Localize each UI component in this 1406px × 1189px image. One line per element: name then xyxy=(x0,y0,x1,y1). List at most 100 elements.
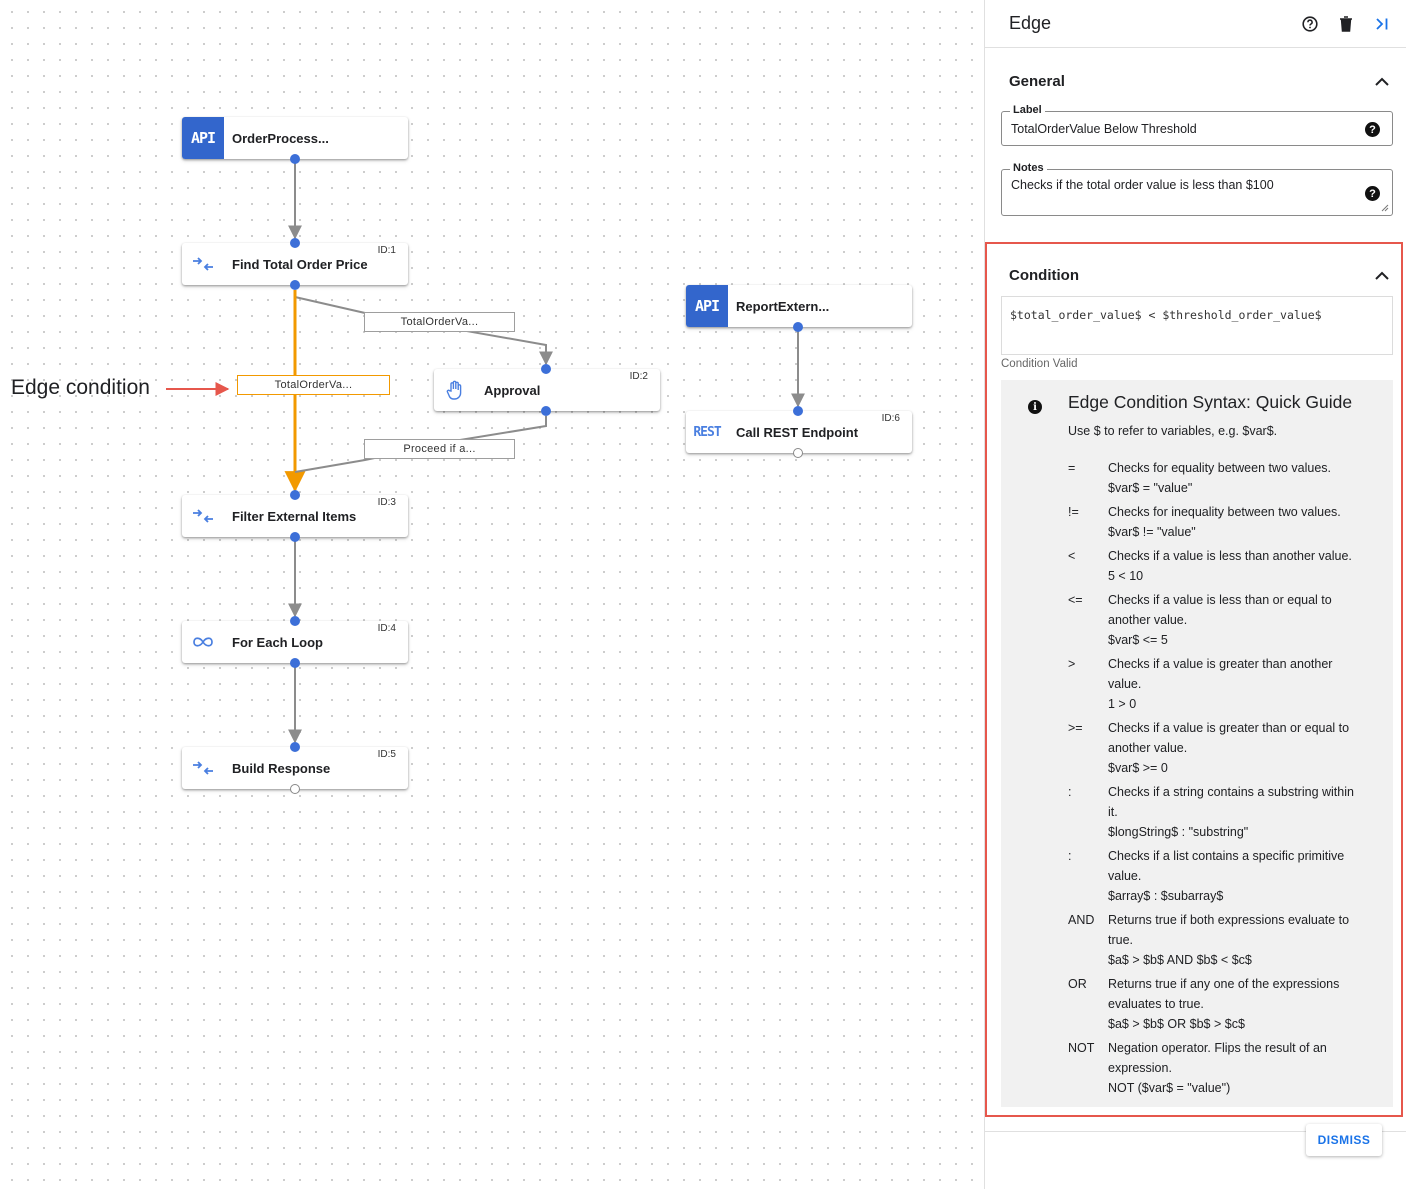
loop-icon xyxy=(182,621,224,663)
output-port[interactable] xyxy=(290,154,300,164)
operator-description-line: Checks if a value is greater than anothe… xyxy=(1108,657,1333,671)
operator-description-line: Checks for equality between two values. xyxy=(1108,461,1332,475)
node-label: Approval xyxy=(484,382,541,398)
integration-canvas[interactable]: API OrderProcess... Find Total Order Pri… xyxy=(0,0,984,1189)
output-port[interactable] xyxy=(290,658,300,668)
general-section-header[interactable]: General xyxy=(985,65,1405,97)
edge-layer xyxy=(166,159,805,744)
data-mapping-icon xyxy=(182,495,224,537)
operator-description: Checks if a value is greater than anothe… xyxy=(1108,654,1378,714)
chevron-up-icon[interactable] xyxy=(1375,77,1389,86)
help-icon[interactable] xyxy=(1292,6,1328,42)
operator-description-line: it. xyxy=(1108,805,1118,819)
delete-icon[interactable] xyxy=(1328,6,1364,42)
operator-row: >=Checks if a value is greater than or e… xyxy=(1068,718,1378,778)
operator-row: < Checks if a value is less than another … xyxy=(1068,546,1378,586)
input-port[interactable] xyxy=(290,238,300,248)
condition-section: Condition $total_order_value$ < $thresho… xyxy=(985,242,1403,1117)
operator-description-line: $var$ != "value" xyxy=(1108,525,1196,539)
resize-handle-icon[interactable] xyxy=(1381,204,1389,212)
node-label: ReportExtern... xyxy=(736,298,830,314)
operator-description-line: expression. xyxy=(1108,1061,1172,1075)
input-port[interactable] xyxy=(290,742,300,752)
operator-description-line: $a$ > $b$ AND $b$ < $c$ xyxy=(1108,953,1252,967)
output-port[interactable] xyxy=(290,532,300,542)
node-find-total-order-price[interactable]: Find Total Order Price ID:1 xyxy=(182,243,408,285)
dismiss-button[interactable]: DISMISS xyxy=(1306,1124,1382,1156)
input-port[interactable] xyxy=(793,406,803,416)
operator-description-line: Checks if a list contains a specific pri… xyxy=(1108,849,1345,863)
edge-label-selected[interactable]: TotalOrderVa... xyxy=(237,375,390,395)
operator-description-line: Checks if a value is less than another v… xyxy=(1108,549,1352,563)
notes-field[interactable]: Notes Checks if the total order value is… xyxy=(1001,162,1393,216)
output-port-empty[interactable] xyxy=(793,448,803,458)
operator-description-line: NOT ($var$ = "value") xyxy=(1108,1081,1231,1095)
edge-label-from-approval[interactable]: Proceed if a... xyxy=(364,439,515,459)
operator-description-line: Negation operator. Flips the result of a… xyxy=(1108,1041,1327,1055)
help-icon[interactable]: ? xyxy=(1365,186,1380,201)
input-port[interactable] xyxy=(290,616,300,626)
guide-title: Edge Condition Syntax: Quick Guide xyxy=(1068,392,1353,412)
operator-symbol: > xyxy=(1068,657,1076,671)
edge-condition-callout: Edge condition xyxy=(11,376,150,399)
input-port[interactable] xyxy=(290,490,300,500)
node-label: Call REST Endpoint xyxy=(736,424,859,440)
label-field[interactable]: Label TotalOrderValue Below Threshold ? xyxy=(1001,104,1393,146)
operator-description-line: 1 > 0 xyxy=(1108,697,1137,711)
input-port[interactable] xyxy=(541,364,551,374)
operator-row: !=Checks for inequality between two valu… xyxy=(1068,502,1378,542)
notes-textarea[interactable]: Checks if the total order value is less … xyxy=(1011,178,1274,192)
output-port[interactable] xyxy=(541,406,551,416)
operator-symbol: < xyxy=(1068,549,1076,563)
output-port-empty[interactable] xyxy=(290,784,300,794)
help-icon[interactable]: ? xyxy=(1365,122,1380,137)
operator-description-line: value. xyxy=(1108,677,1142,691)
node-call-rest-endpoint[interactable]: REST Call REST Endpoint ID:6 xyxy=(686,411,912,453)
node-label: Build Response xyxy=(232,760,331,776)
node-for-each-loop[interactable]: For Each Loop ID:4 xyxy=(182,621,408,663)
operator-description: Checks for inequality between two values… xyxy=(1108,502,1378,542)
rest-icon: REST xyxy=(693,424,721,440)
label-input[interactable]: TotalOrderValue Below Threshold xyxy=(1011,122,1197,136)
node-id: ID:1 xyxy=(377,245,396,256)
node-id: ID:3 xyxy=(377,497,396,508)
panel-footer-divider xyxy=(985,1131,1406,1132)
condition-input[interactable]: $total_order_value$ < $threshold_order_v… xyxy=(1001,296,1393,355)
operator-row: NOT Negation operator. Flips the result o… xyxy=(1068,1038,1378,1098)
operator-symbol: : xyxy=(1068,785,1072,799)
operator-description: Checks if a value is less than or equal … xyxy=(1108,590,1378,650)
node-report-external-trigger[interactable]: API ReportExtern... xyxy=(686,285,912,327)
node-approval[interactable]: Approval ID:2 xyxy=(434,369,660,411)
operator-symbol: NOT xyxy=(1068,1041,1095,1055)
operator-description-line: another value. xyxy=(1108,741,1188,755)
edge-label-to-approval[interactable]: TotalOrderVa... xyxy=(364,312,515,332)
collapse-panel-icon[interactable] xyxy=(1364,6,1400,42)
node-build-response[interactable]: Build Response ID:5 xyxy=(182,747,408,789)
operator-description-line: Returns true if both expressions evaluat… xyxy=(1108,913,1350,927)
operator-description-line: evaluates to true. xyxy=(1108,997,1204,1011)
operator-description-line: $var$ = "value" xyxy=(1108,481,1193,495)
operator-description: Checks if a list contains a specific pri… xyxy=(1108,846,1378,906)
node-filter-external-items[interactable]: Filter External Items ID:3 xyxy=(182,495,408,537)
info-icon: i xyxy=(1028,400,1042,414)
operator-description-line: Checks if a value is less than or equal … xyxy=(1108,593,1332,607)
condition-section-header[interactable]: Condition xyxy=(987,259,1401,291)
node-id: ID:6 xyxy=(881,413,900,424)
operator-symbol: OR xyxy=(1068,977,1087,991)
operator-row: :Checks if a list contains a specific pr… xyxy=(1068,846,1378,906)
api-icon: API xyxy=(182,117,224,159)
operator-description-line: true. xyxy=(1108,933,1134,947)
operator-description: Checks for equality between two values. $… xyxy=(1108,458,1378,498)
operator-description-line: Returns true if any one of the expressio… xyxy=(1108,977,1340,991)
operator-symbol: AND xyxy=(1068,913,1095,927)
operator-row: :Checks if a string contains a substring… xyxy=(1068,782,1378,842)
operator-description-line: Checks for inequality between two values… xyxy=(1108,505,1341,519)
chevron-up-icon[interactable] xyxy=(1375,271,1389,280)
node-label: Filter External Items xyxy=(232,508,357,524)
output-port[interactable] xyxy=(290,280,300,290)
node-order-process-trigger[interactable]: API OrderProcess... xyxy=(182,117,408,159)
operator-description: Negation operator. Flips the result of a… xyxy=(1108,1038,1378,1098)
output-port[interactable] xyxy=(793,322,803,332)
operator-description-line: another value. xyxy=(1108,613,1188,627)
operator-symbol: = xyxy=(1068,461,1076,475)
